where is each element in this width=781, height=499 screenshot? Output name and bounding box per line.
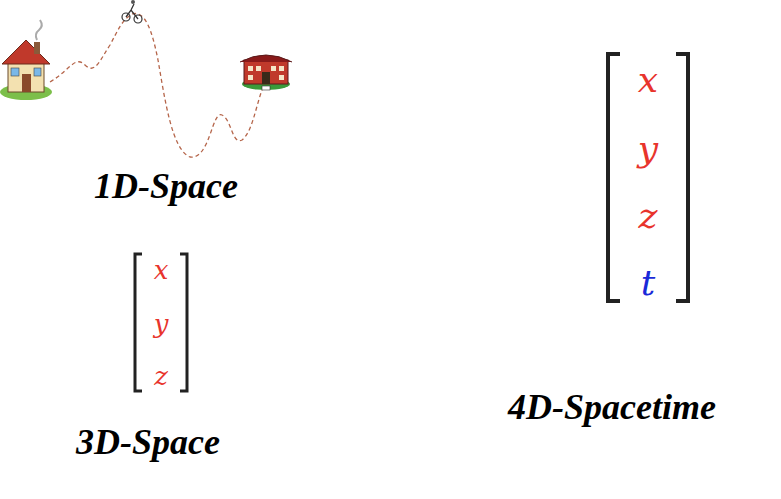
- vector-component: z: [639, 198, 658, 234]
- vector-bracket: [608, 54, 688, 301]
- route-path: [50, 13, 262, 157]
- space-title: 1D-Space: [94, 168, 238, 204]
- vector-component: z: [154, 363, 168, 389]
- space-title: 4D-Spacetime: [508, 389, 716, 425]
- vector-component: x: [638, 62, 658, 98]
- vector-component: y: [154, 311, 169, 337]
- vector-bracket: [135, 254, 187, 391]
- cyclist-icon: [122, 0, 142, 23]
- house-icon: [0, 20, 52, 100]
- vector-component: x: [154, 257, 169, 283]
- vector-component: y: [638, 131, 658, 167]
- space-title: 3D-Space: [76, 424, 220, 460]
- vector-component: t: [641, 265, 655, 301]
- school-icon: [240, 55, 292, 90]
